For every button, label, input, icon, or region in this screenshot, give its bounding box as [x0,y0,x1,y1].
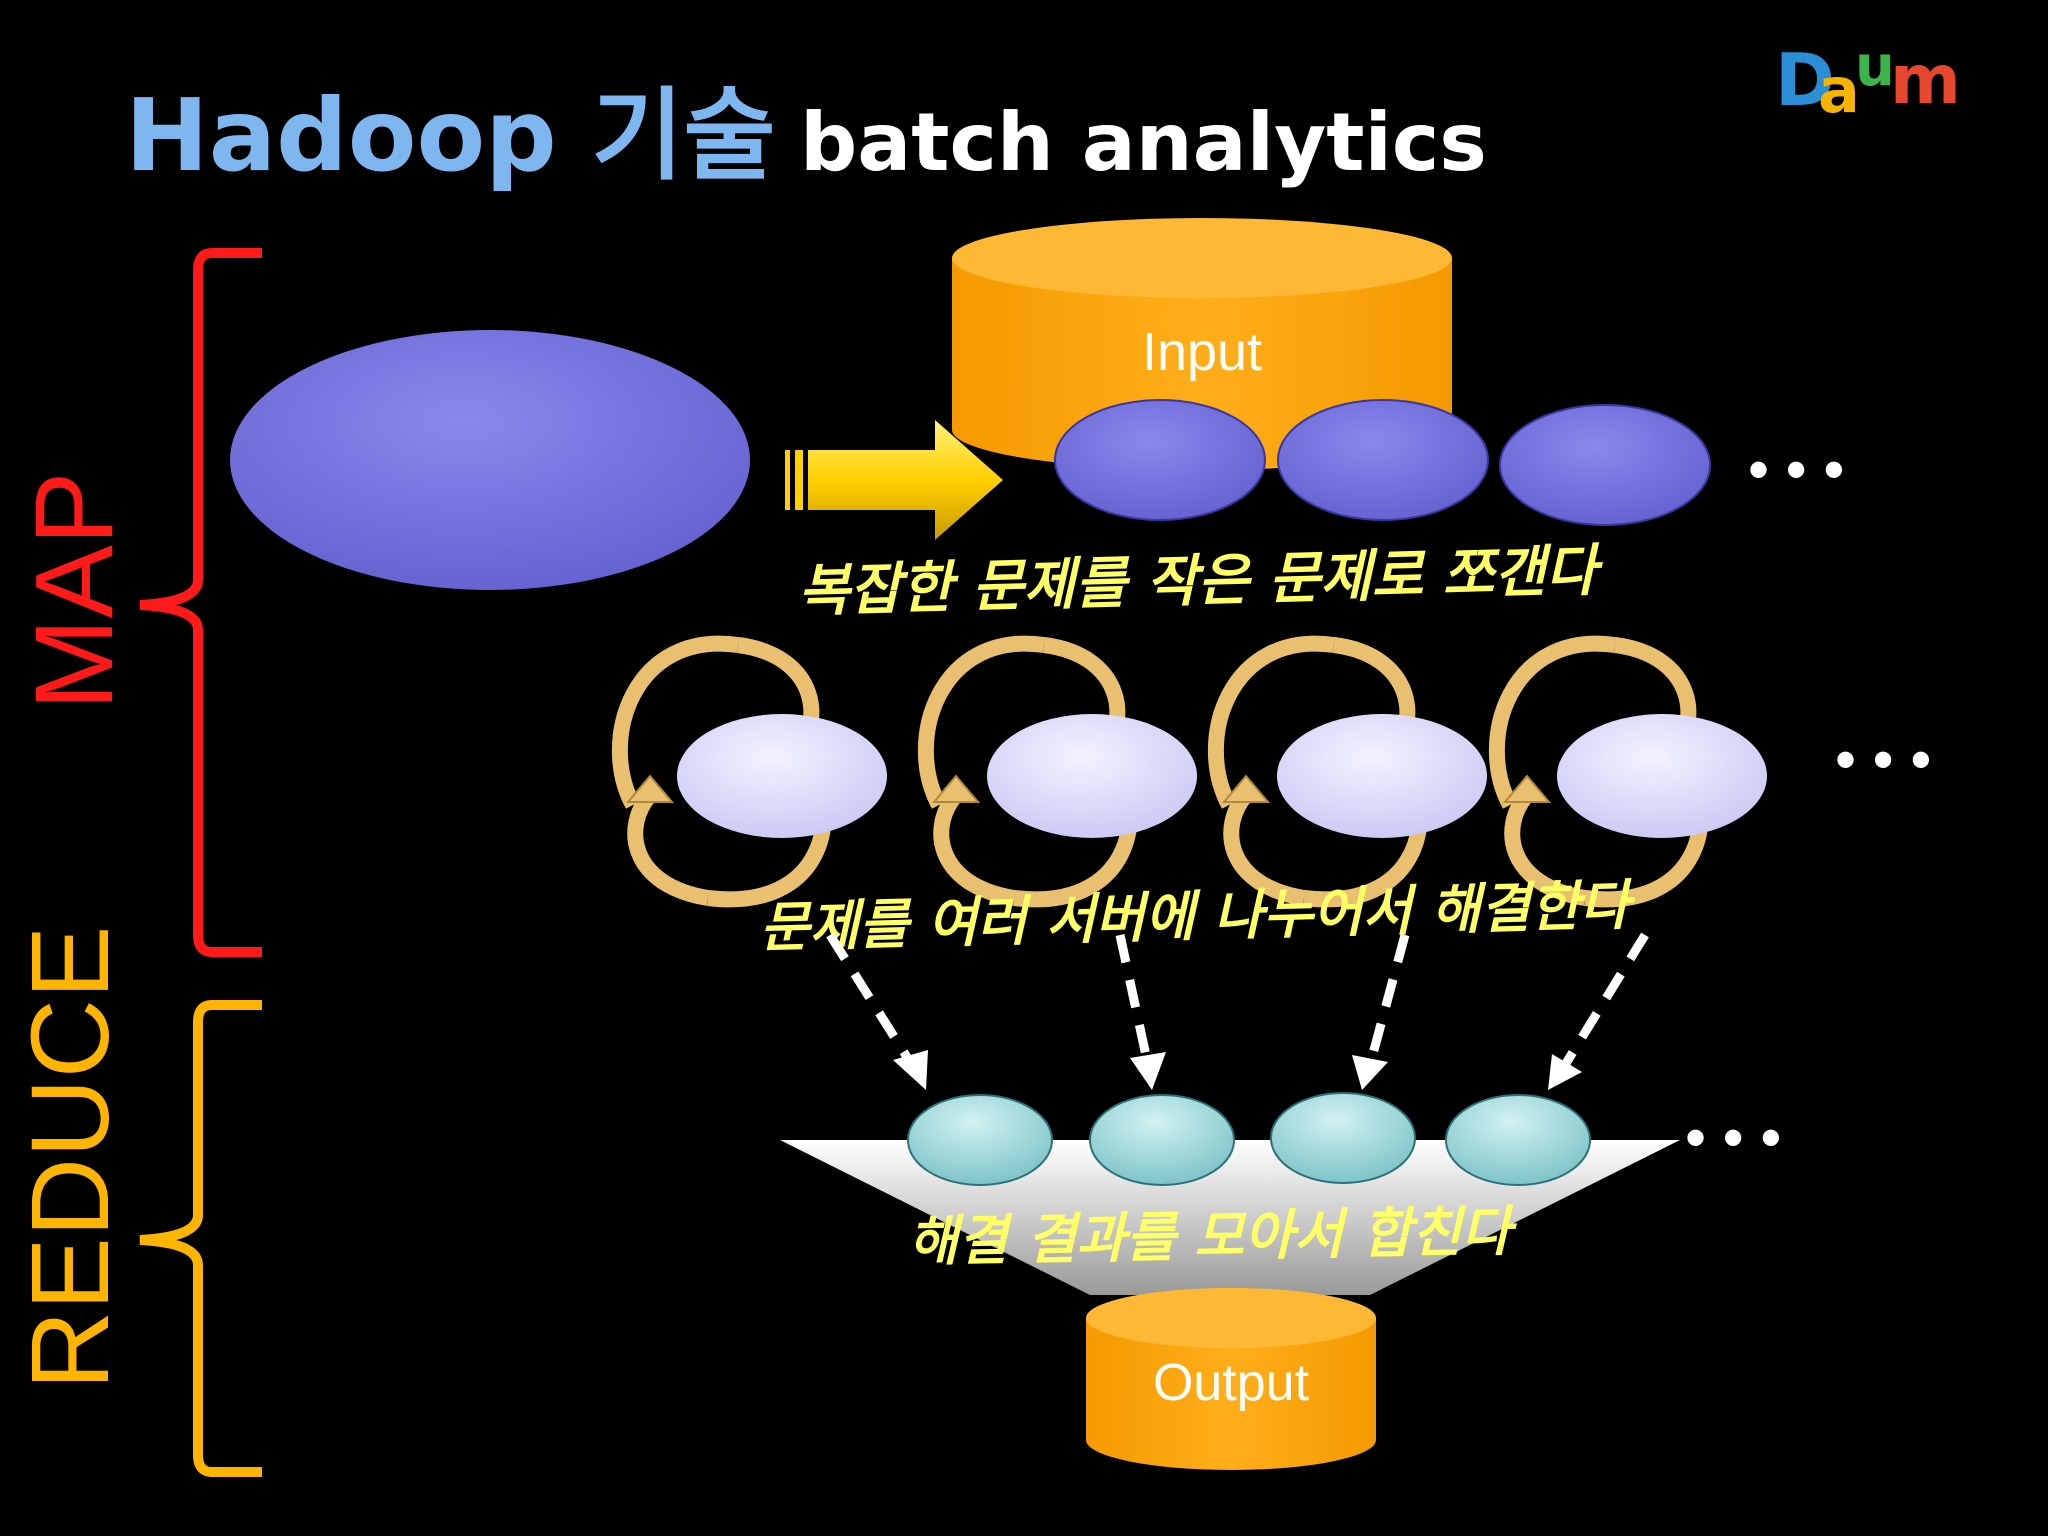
split-task-2 [1277,399,1489,521]
title-main: Hadoop 기술 [125,77,776,194]
gather-arrows [826,932,1649,1068]
reduce-label: REDUCE [9,926,132,1391]
output-cylinder: Output [1086,1288,1376,1470]
ellipsis-results: • • • [1685,1104,1781,1171]
worker-2 [926,644,1197,900]
worker-task-4 [1557,714,1767,838]
caption-distribute: 문제를 여러 서버에 나누어서 해결한다 [759,873,1637,959]
result-3 [1270,1092,1416,1184]
worker-1 [620,644,887,900]
result-4 [1445,1094,1591,1186]
caption-merge: 해결 결과를 모아서 합친다 [908,1200,1518,1274]
logo-letter-a: a [1818,54,1860,127]
logo-letter-d: D [1775,38,1835,122]
map-label: MAP [13,472,136,710]
split-arrow-icon [785,420,1003,540]
map-bracket [139,248,262,957]
result-1 [907,1094,1053,1186]
split-task-1 [1054,399,1266,521]
output-label: Output [1153,1354,1310,1412]
worker-task-3 [1277,714,1487,838]
input-label: Input [1142,322,1262,382]
worker-4 [1497,644,1767,900]
big-problem-ellipse [230,330,750,590]
gather-arrow-heads [893,1050,1582,1090]
worker-task-2 [987,714,1197,838]
daum-logo: D a u m [1775,34,1961,127]
title-sub: batch analytics [800,96,1487,189]
reduce-bracket [139,1000,262,1477]
logo-letter-u: u [1855,34,1895,99]
result-2 [1089,1094,1235,1186]
logo-letter-m: m [1890,41,1961,120]
worker-task-1 [677,714,887,838]
caption-split: 복잡한 문제를 작은 문제로 쪼갠다 [797,538,1604,624]
split-task-3 [1499,404,1711,526]
ellipsis-split: • • • [1748,436,1844,503]
worker-3 [1216,644,1487,900]
ellipsis-workers: • • • [1835,726,1931,793]
